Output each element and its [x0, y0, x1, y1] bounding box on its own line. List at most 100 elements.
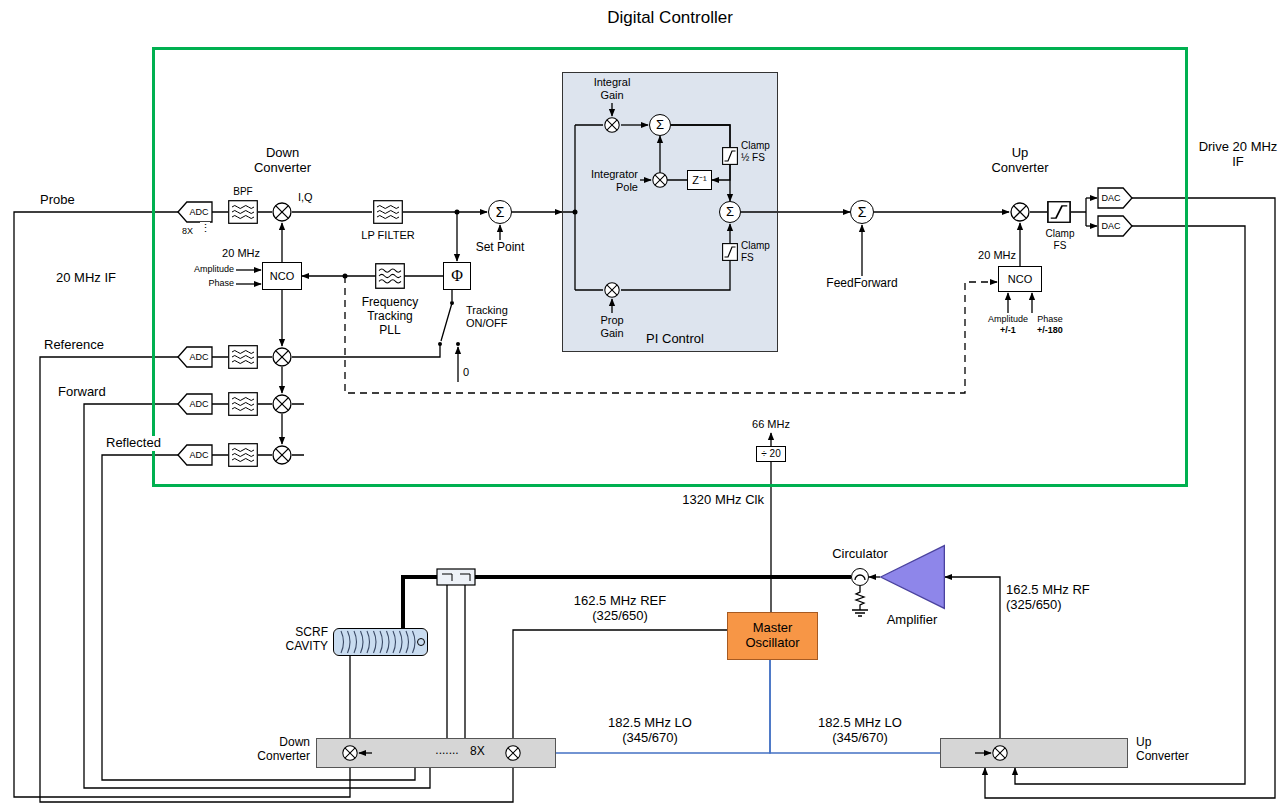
signal-wire	[729, 224, 730, 243]
junction-dot	[343, 210, 578, 347]
filter-symbol	[229, 444, 258, 467]
edge-label: 1320 MHz Clk	[668, 493, 764, 508]
input-label: Phase	[186, 278, 234, 288]
signal-wire	[212, 103, 1097, 753]
cavity-cell	[400, 631, 403, 653]
input-label: Integral Gain	[583, 76, 641, 101]
mixer-symbol	[506, 746, 520, 760]
frequency-label: 20 MHz	[966, 249, 1016, 262]
input-range: +/-1	[984, 325, 1032, 335]
node-text: DAC	[1101, 221, 1120, 231]
signal-wire	[456, 212, 457, 261]
edge-label: 162.5 MHz REF (325/650)	[560, 594, 680, 624]
frequency-label: 20 MHz	[210, 247, 260, 260]
signal-connector	[556, 660, 770, 753]
master-oscillator: Master Oscillator	[727, 612, 818, 660]
adc-block-outline	[178, 202, 212, 222]
signal-wire	[611, 103, 612, 116]
node-text: NCO	[1008, 273, 1032, 286]
summing-junction: Σ	[850, 200, 874, 224]
signal-wire	[359, 752, 372, 753]
ellipsis-mark: ⋮	[200, 222, 210, 235]
adc-block: ADC	[178, 202, 212, 222]
cavity-cell	[367, 631, 370, 653]
signal-wire	[855, 575, 865, 580]
node-text: SCRF CAVITY	[266, 626, 328, 654]
input-label: Amplitude	[984, 314, 1032, 324]
signal-connector	[512, 211, 562, 212]
signal-wire	[281, 367, 282, 393]
node-text: 8X	[470, 745, 496, 759]
block-label: Down Converter	[245, 146, 320, 176]
block-label: Up Converter	[985, 146, 1055, 176]
signal-wire	[441, 290, 452, 341]
signal-wire	[640, 179, 651, 180]
signal-wire	[975, 752, 991, 753]
node-text: Digital Controller	[152, 8, 1188, 28]
channel-count: 8X	[182, 226, 202, 236]
signal-connector	[40, 357, 513, 802]
filter-symbol	[229, 201, 258, 224]
clamp-label: Clamp FS	[741, 240, 776, 263]
cavity-cell	[380, 631, 383, 653]
signal-wire	[1031, 293, 1032, 313]
node-text: Z⁻¹	[692, 174, 706, 187]
panel-fill	[334, 629, 427, 655]
signal-wire	[236, 269, 261, 270]
cavity-cell	[393, 631, 396, 653]
signal-wire	[345, 276, 997, 393]
signal-wire	[281, 223, 282, 262]
mixer-symbol	[653, 173, 667, 187]
nco-block: NCO	[998, 266, 1042, 292]
junction-dot	[438, 342, 442, 346]
filter-symbol	[374, 201, 403, 224]
frequency-label: 20 MHz IF	[56, 271, 146, 286]
directional-coupler	[442, 574, 470, 581]
signal-wire	[770, 433, 771, 446]
node-text: DAC	[1101, 193, 1120, 203]
cavity-cell	[387, 631, 390, 653]
mixer-symbol	[343, 746, 357, 760]
signal-wire	[1086, 197, 1097, 198]
edge-label: 182.5 MHz LO (345/670)	[800, 716, 920, 746]
signal-wire	[447, 585, 465, 738]
up-converter-box: Up Converter	[940, 738, 1128, 768]
signal-name: I,Q	[298, 191, 326, 204]
filter-symbol	[229, 393, 258, 416]
signal-connector	[660, 136, 687, 180]
signal-wire	[236, 283, 261, 284]
ellipsis-mark: .......	[424, 744, 470, 758]
node-text: Amplifier	[870, 613, 954, 628]
cavity-cell	[341, 631, 415, 653]
cavity-port	[418, 639, 425, 646]
input-range: +/-180	[1030, 325, 1070, 335]
controller-frame: Digital ControllerADCNCOADCΦADCADCΣPI Co…	[152, 47, 1188, 487]
node-text: PI Control	[630, 332, 720, 347]
signal-connector	[770, 660, 940, 753]
signal-wire	[403, 211, 487, 212]
input-label: Phase	[1030, 314, 1070, 324]
signal-wire	[861, 225, 862, 276]
input-label: Prop Gain	[592, 314, 632, 339]
pll-filter-symbol	[376, 264, 405, 288]
mixer-symbol	[273, 118, 1029, 760]
block-label: Frequency Tracking PLL	[358, 296, 422, 337]
node-text: Φ	[451, 267, 463, 285]
signal-wire	[1019, 223, 1020, 266]
mixer-symbol	[273, 446, 291, 464]
signal-wire	[281, 414, 282, 444]
signal-wire	[874, 211, 1009, 212]
junction-dot	[456, 342, 460, 346]
mixer-symbol	[605, 118, 619, 132]
divider-block: ÷ 20	[756, 446, 786, 462]
mixer-symbol	[605, 283, 619, 297]
clamp-symbol	[723, 244, 738, 261]
panel-fill	[316, 738, 556, 768]
clamp-symbol	[723, 148, 738, 165]
adc-block-outline	[178, 347, 212, 367]
signal-name: Forward	[58, 385, 138, 400]
adc-block: ADC	[178, 394, 212, 414]
mixer-symbol	[273, 348, 291, 366]
node-text: ADC	[189, 352, 208, 362]
